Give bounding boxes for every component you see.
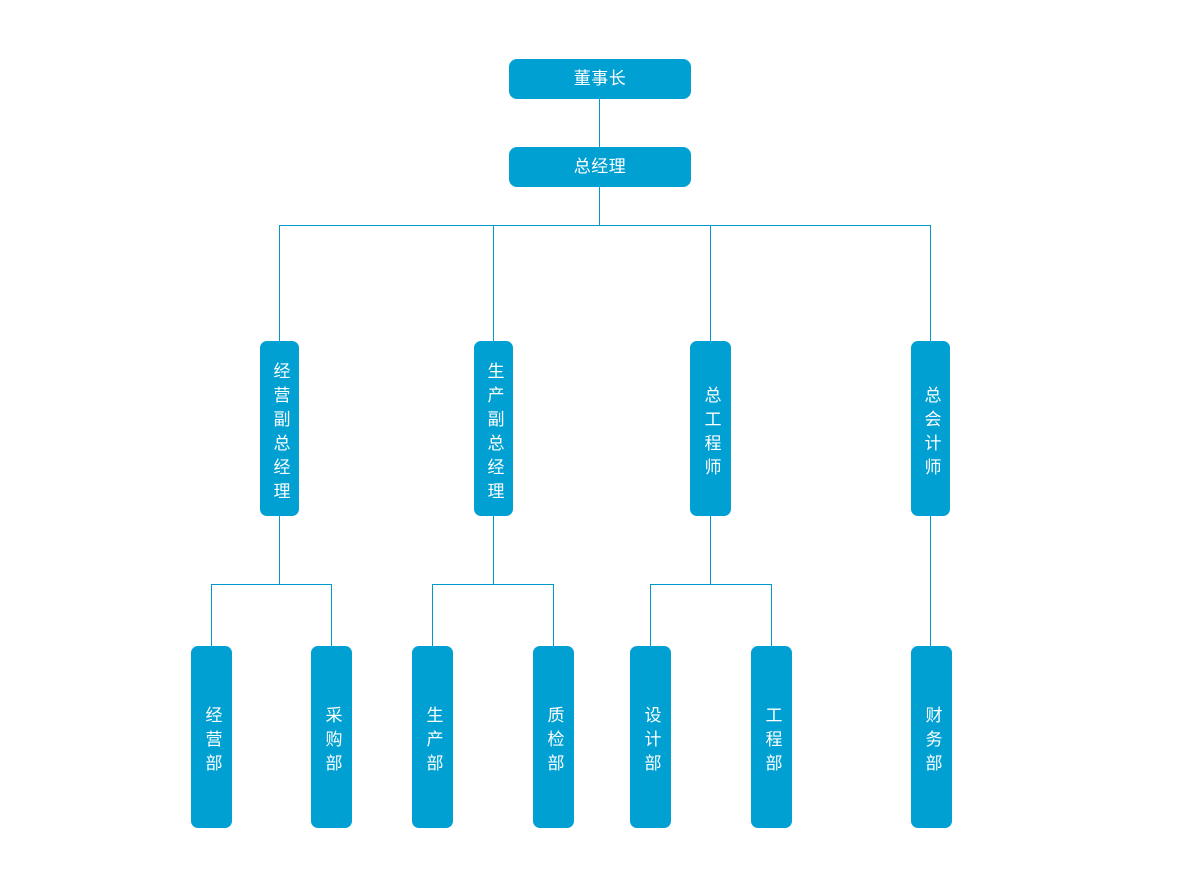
node-general-manager-label: 总经理 — [573, 156, 627, 176]
node-chief-engineer-label: 总工程师 — [701, 385, 721, 482]
connector-tier2-bus — [279, 225, 931, 226]
connector-drop-chief-accountant — [930, 225, 931, 341]
node-vp-production[interactable]: 生产副总经理 — [474, 341, 513, 516]
connector-accountant-to-finance — [930, 516, 931, 646]
connector-drop-chief-engineer — [710, 225, 711, 341]
node-dept-engineering[interactable]: 工程部 — [751, 646, 792, 828]
node-chief-accountant-label: 总会计师 — [921, 385, 941, 482]
node-chairman[interactable]: 董事长 — [509, 59, 691, 99]
connector-drop-dept-procurement — [331, 584, 332, 646]
connector-operations-sub-bus — [211, 584, 332, 585]
node-dept-finance[interactable]: 财务部 — [911, 646, 952, 828]
connector-vp-operations-stem — [279, 516, 280, 584]
connector-drop-dept-engineering — [771, 584, 772, 646]
connector-vp-production-stem — [493, 516, 494, 584]
connector-drop-vp-operations — [279, 225, 280, 341]
node-chairman-label: 董事长 — [573, 68, 627, 88]
node-dept-engineering-label: 工程部 — [762, 706, 782, 778]
node-dept-operations[interactable]: 经营部 — [191, 646, 232, 828]
node-dept-procurement[interactable]: 采购部 — [311, 646, 352, 828]
connector-gm-stem — [599, 187, 600, 225]
node-chief-engineer[interactable]: 总工程师 — [690, 341, 731, 516]
node-dept-design-label: 设计部 — [641, 706, 661, 778]
node-dept-design[interactable]: 设计部 — [630, 646, 671, 828]
connector-chairman-to-gm — [599, 99, 600, 147]
connector-drop-dept-quality — [553, 584, 554, 646]
connector-chief-engineer-stem — [710, 516, 711, 584]
node-vp-operations-label: 经营副总经理 — [270, 361, 290, 506]
node-dept-production[interactable]: 生产部 — [412, 646, 453, 828]
connector-drop-dept-production — [432, 584, 433, 646]
node-chief-accountant[interactable]: 总会计师 — [911, 341, 950, 516]
connector-drop-dept-operations — [211, 584, 212, 646]
connector-production-sub-bus — [432, 584, 553, 585]
node-general-manager[interactable]: 总经理 — [509, 147, 691, 187]
node-vp-production-label: 生产副总经理 — [484, 361, 504, 506]
node-dept-operations-label: 经营部 — [202, 706, 222, 778]
node-dept-quality[interactable]: 质检部 — [533, 646, 574, 828]
connector-drop-vp-production — [493, 225, 494, 341]
connector-drop-dept-design — [650, 584, 651, 646]
node-dept-procurement-label: 采购部 — [322, 706, 342, 778]
node-dept-finance-label: 财务部 — [922, 706, 942, 778]
node-dept-quality-label: 质检部 — [544, 706, 564, 778]
node-dept-production-label: 生产部 — [423, 706, 443, 778]
node-vp-operations[interactable]: 经营副总经理 — [260, 341, 299, 516]
connector-engineer-sub-bus — [650, 584, 771, 585]
